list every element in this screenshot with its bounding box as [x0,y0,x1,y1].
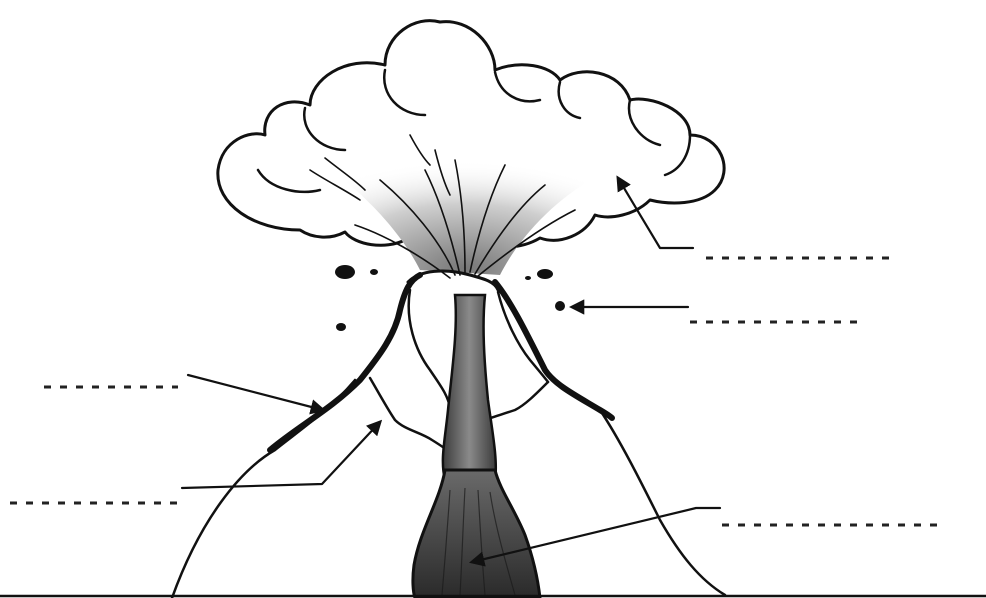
lava-flow-right [495,282,612,418]
ash-cloud [218,21,724,278]
volcanic-bombs [335,265,565,331]
magma-chamber [413,470,540,598]
main-vent [443,295,496,480]
arrow-crater-wall [182,422,380,488]
arrow-lava-flow [188,375,323,410]
